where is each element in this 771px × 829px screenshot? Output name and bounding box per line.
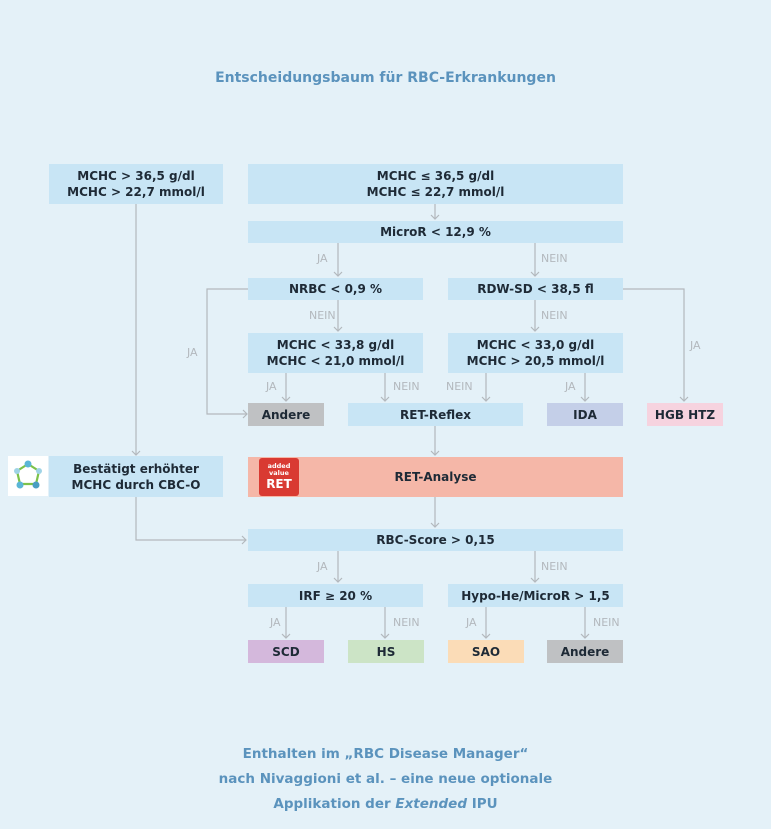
page-title: Entscheidungsbaum für RBC-Erkrankungen	[215, 70, 556, 86]
node-mchc-high-line1: MCHC > 36,5 g/dl	[77, 169, 195, 183]
node-cbco-line2: MCHC durch CBC-O	[71, 477, 201, 492]
label-nein-rbcscore: NEIN	[541, 560, 568, 573]
node-mchc-mid1-line2: MCHC < 21,0 mmol/l	[266, 354, 405, 368]
node-mchc-mid2: MCHC < 33,0 g/dl MCHC > 20,5 mmol/l	[448, 333, 623, 373]
node-scd: SCD	[248, 640, 324, 663]
node-ida-label: IDA	[573, 407, 597, 422]
node-cbco-line1: Bestätigt erhöhter	[73, 461, 199, 476]
label-nein-rdw: NEIN	[541, 309, 568, 322]
node-mchc-low-line2: MCHC ≤ 22,7 mmol/l	[366, 185, 505, 199]
node-nrbc-label: NRBC < 0,9 %	[288, 282, 383, 296]
node-hgb-htz: HGB HTZ	[647, 403, 723, 426]
label-ja-hypo: JA	[466, 616, 477, 629]
node-mchc-mid2-line2: MCHC > 20,5 mmol/l	[466, 354, 605, 368]
arrow-nrbc-andere	[206, 288, 248, 419]
node-sao: SAO	[448, 640, 524, 663]
node-hs: HS	[348, 640, 424, 663]
node-rdw: RDW-SD < 38,5 fl	[448, 278, 623, 300]
node-ida: IDA	[547, 403, 623, 426]
node-ret-reflex: RET-Reflex	[348, 403, 523, 426]
node-mchc-low: MCHC ≤ 36,5 g/dl MCHC ≤ 22,7 mmol/l	[248, 164, 623, 204]
label-nein-mid2: NEIN	[446, 380, 473, 393]
node-andere-1-label: Andere	[261, 407, 311, 422]
label-ja-rbcscore: JA	[317, 560, 328, 573]
node-irf: IRF ≥ 20 %	[248, 584, 423, 607]
footer-line-3-b: Extended	[395, 796, 467, 812]
node-mchc-high: MCHC > 36,5 g/dl MCHC > 22,7 mmol/l	[49, 164, 223, 204]
node-rdw-label: RDW-SD < 38,5 fl	[477, 282, 594, 296]
node-andere-1: Andere	[248, 403, 324, 426]
footer-line-3-c: IPU	[467, 796, 498, 812]
node-irf-label: IRF ≥ 20 %	[298, 588, 373, 603]
label-nein-nrbc: NEIN	[309, 309, 336, 322]
label-ja-mid1: JA	[266, 380, 277, 393]
node-micror: MicroR < 12,9 %	[248, 221, 623, 243]
node-mchc-mid2-line1: MCHC < 33,0 g/dl	[476, 338, 595, 352]
label-nein-mid1: NEIN	[393, 380, 420, 393]
node-rbc-score: RBC-Score > 0,15	[248, 529, 623, 551]
footer-line-2: nach Nivaggioni et al. – eine neue optio…	[218, 771, 553, 787]
label-ja-nrbc: JA	[187, 346, 198, 359]
node-mchc-mid1: MCHC < 33,8 g/dl MCHC < 21,0 mmol/l	[248, 333, 423, 373]
node-cbco: Bestätigt erhöhter MCHC durch CBC-O	[49, 456, 223, 497]
node-mchc-low-line1: MCHC ≤ 36,5 g/dl	[376, 169, 495, 183]
footer-line-3: Applikation der Extended IPU	[0, 792, 771, 817]
label-ja-irf: JA	[270, 616, 281, 629]
footer-caption: Enthalten im „RBC Disease Manager“ nach …	[0, 742, 771, 817]
added-value-ret-badge: added value RET	[259, 458, 299, 496]
node-hgb-htz-label: HGB HTZ	[654, 407, 716, 422]
footer-line-3-a: Applikation der	[273, 796, 396, 812]
node-sao-label: SAO	[471, 644, 501, 659]
node-mchc-high-line2: MCHC > 22,7 mmol/l	[67, 185, 205, 199]
label-nein-hypo: NEIN	[593, 616, 620, 629]
node-hs-label: HS	[376, 644, 396, 659]
node-nrbc: NRBC < 0,9 %	[248, 278, 423, 300]
node-andere-2: Andere	[547, 640, 623, 663]
badge-line1: added	[267, 462, 291, 470]
label-ja-micror: JA	[317, 252, 328, 265]
footer-line-1: Enthalten im „RBC Disease Manager“	[242, 746, 529, 762]
label-nein-micror: NEIN	[541, 252, 568, 265]
cbco-logo	[8, 456, 48, 496]
node-hypo-label: Hypo-He/MicroR > 1,5	[461, 588, 610, 603]
node-micror-label: MicroR < 12,9 %	[380, 225, 491, 239]
node-hypo: Hypo-He/MicroR > 1,5	[448, 584, 623, 607]
node-ret-analyse: RET-Analyse	[248, 457, 623, 497]
badge-line2: value	[269, 469, 289, 477]
arrow-rdw-hgb	[623, 288, 689, 402]
node-ret-analyse-label: RET-Analyse	[394, 470, 477, 484]
badge-line3: RET	[266, 477, 292, 491]
arrow-cbco-rbcscore	[135, 497, 247, 545]
node-ret-reflex-label: RET-Reflex	[400, 407, 471, 422]
node-rbc-score-label: RBC-Score > 0,15	[376, 533, 495, 547]
label-nein-irf: NEIN	[393, 616, 420, 629]
cbco-molecule-icon	[14, 460, 42, 489]
node-mchc-mid1-line1: MCHC < 33,8 g/dl	[276, 338, 395, 352]
label-ja-mid2: JA	[565, 380, 576, 393]
node-scd-label: SCD	[272, 644, 300, 659]
node-andere-2-label: Andere	[560, 644, 610, 659]
label-ja-rdw: JA	[690, 339, 701, 352]
